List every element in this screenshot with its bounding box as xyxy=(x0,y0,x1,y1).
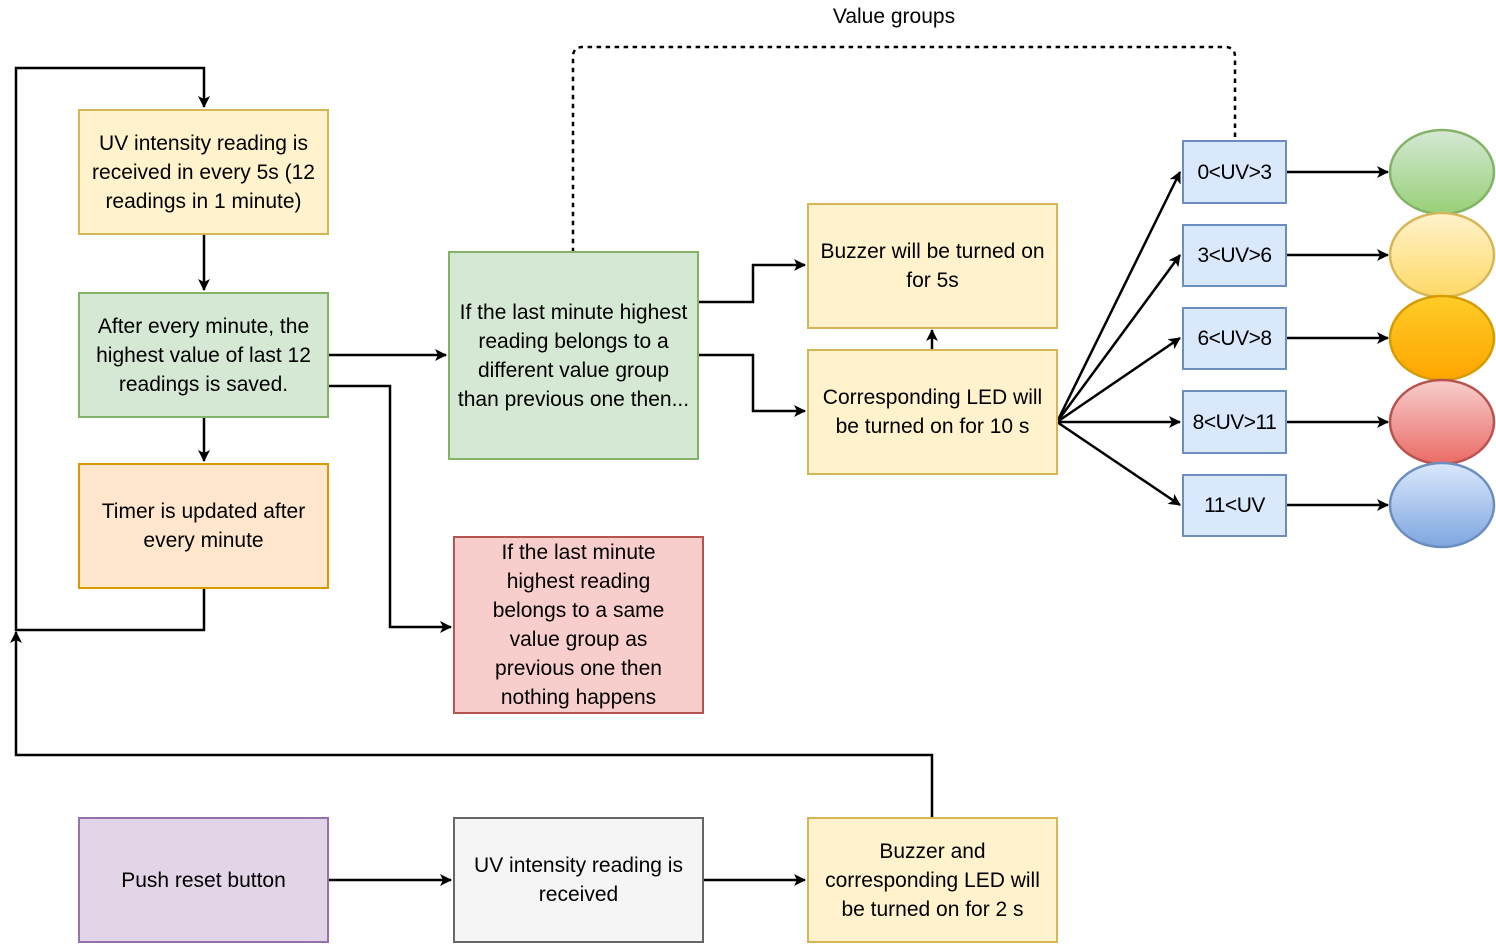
node-text: After every minute, the highest value of… xyxy=(96,314,311,396)
value-group-box: 3<UV>6 xyxy=(1182,224,1287,287)
node-timer-update: Timer is updated after every minute xyxy=(78,463,329,589)
node-same-group: If the last minute highest reading belon… xyxy=(453,536,704,714)
node-text: UV intensity reading is received in ever… xyxy=(92,131,315,213)
value-group-box: 8<UV>11 xyxy=(1182,390,1287,454)
led-indicator-0<UV>3 xyxy=(1388,128,1496,216)
node-text: Corresponding LED will be turned on for … xyxy=(822,386,1043,438)
led-indicator-6<UV>8 xyxy=(1388,294,1496,382)
led-indicator-3<UV>6 xyxy=(1388,211,1496,299)
node-uv-reading-periodic: UV intensity reading is received in ever… xyxy=(78,109,329,235)
led-indicator-11<UV xyxy=(1388,461,1496,549)
connector-led-to-group-0 xyxy=(1055,171,1182,423)
node-text: UV intensity reading is received xyxy=(474,854,683,906)
connector-led-to-group-1 xyxy=(1055,254,1182,423)
value-group-label: 11<UV xyxy=(1204,494,1265,517)
node-save-highest: After every minute, the highest value of… xyxy=(78,292,329,418)
connector-different-to-led xyxy=(699,353,806,417)
connector-different-to-buzzer xyxy=(699,259,806,304)
node-text: Buzzer will be turned on for 5s xyxy=(820,240,1045,292)
connector-save-to-same xyxy=(329,384,452,633)
node-led-10s: Corresponding LED will be turned on for … xyxy=(807,349,1058,475)
value-group-label: 6<UV>8 xyxy=(1197,327,1272,350)
node-buzzer-led-2s: Buzzer and corresponding LED will be tur… xyxy=(807,817,1058,943)
value-groups-dotted-connector xyxy=(571,45,1237,253)
value-group-box: 6<UV>8 xyxy=(1182,307,1287,370)
connector-buzzer-led-to-loop xyxy=(10,631,934,817)
node-push-reset: Push reset button xyxy=(78,817,329,943)
node-text: If the last minute highest reading belon… xyxy=(457,300,690,411)
connector-loop-back xyxy=(14,66,210,632)
value-group-label: 0<UV>3 xyxy=(1197,160,1272,184)
connector-led-to-group-2 xyxy=(1056,336,1181,424)
node-text: Timer is updated after every minute xyxy=(101,500,306,552)
value-group-label: 8<UV>11 xyxy=(1192,410,1277,434)
value-group-label: 3<UV>6 xyxy=(1197,244,1272,267)
node-text: Buzzer and corresponding LED will be tur… xyxy=(825,839,1040,921)
value-group-box: 11<UV xyxy=(1182,474,1287,537)
node-uv-reading-once: UV intensity reading is received xyxy=(453,817,704,943)
node-different-group: If the last minute highest reading belon… xyxy=(448,251,699,460)
led-indicator-8<UV>11 xyxy=(1388,378,1496,466)
connector-led-to-group-4 xyxy=(1056,420,1181,507)
node-buzzer-5s: Buzzer will be turned on for 5s xyxy=(807,203,1058,329)
node-text: If the last minute highest reading belon… xyxy=(492,541,665,709)
node-text: Push reset button xyxy=(121,868,286,892)
value-groups-label: Value groups xyxy=(832,5,956,28)
value-group-box: 0<UV>3 xyxy=(1182,140,1287,204)
